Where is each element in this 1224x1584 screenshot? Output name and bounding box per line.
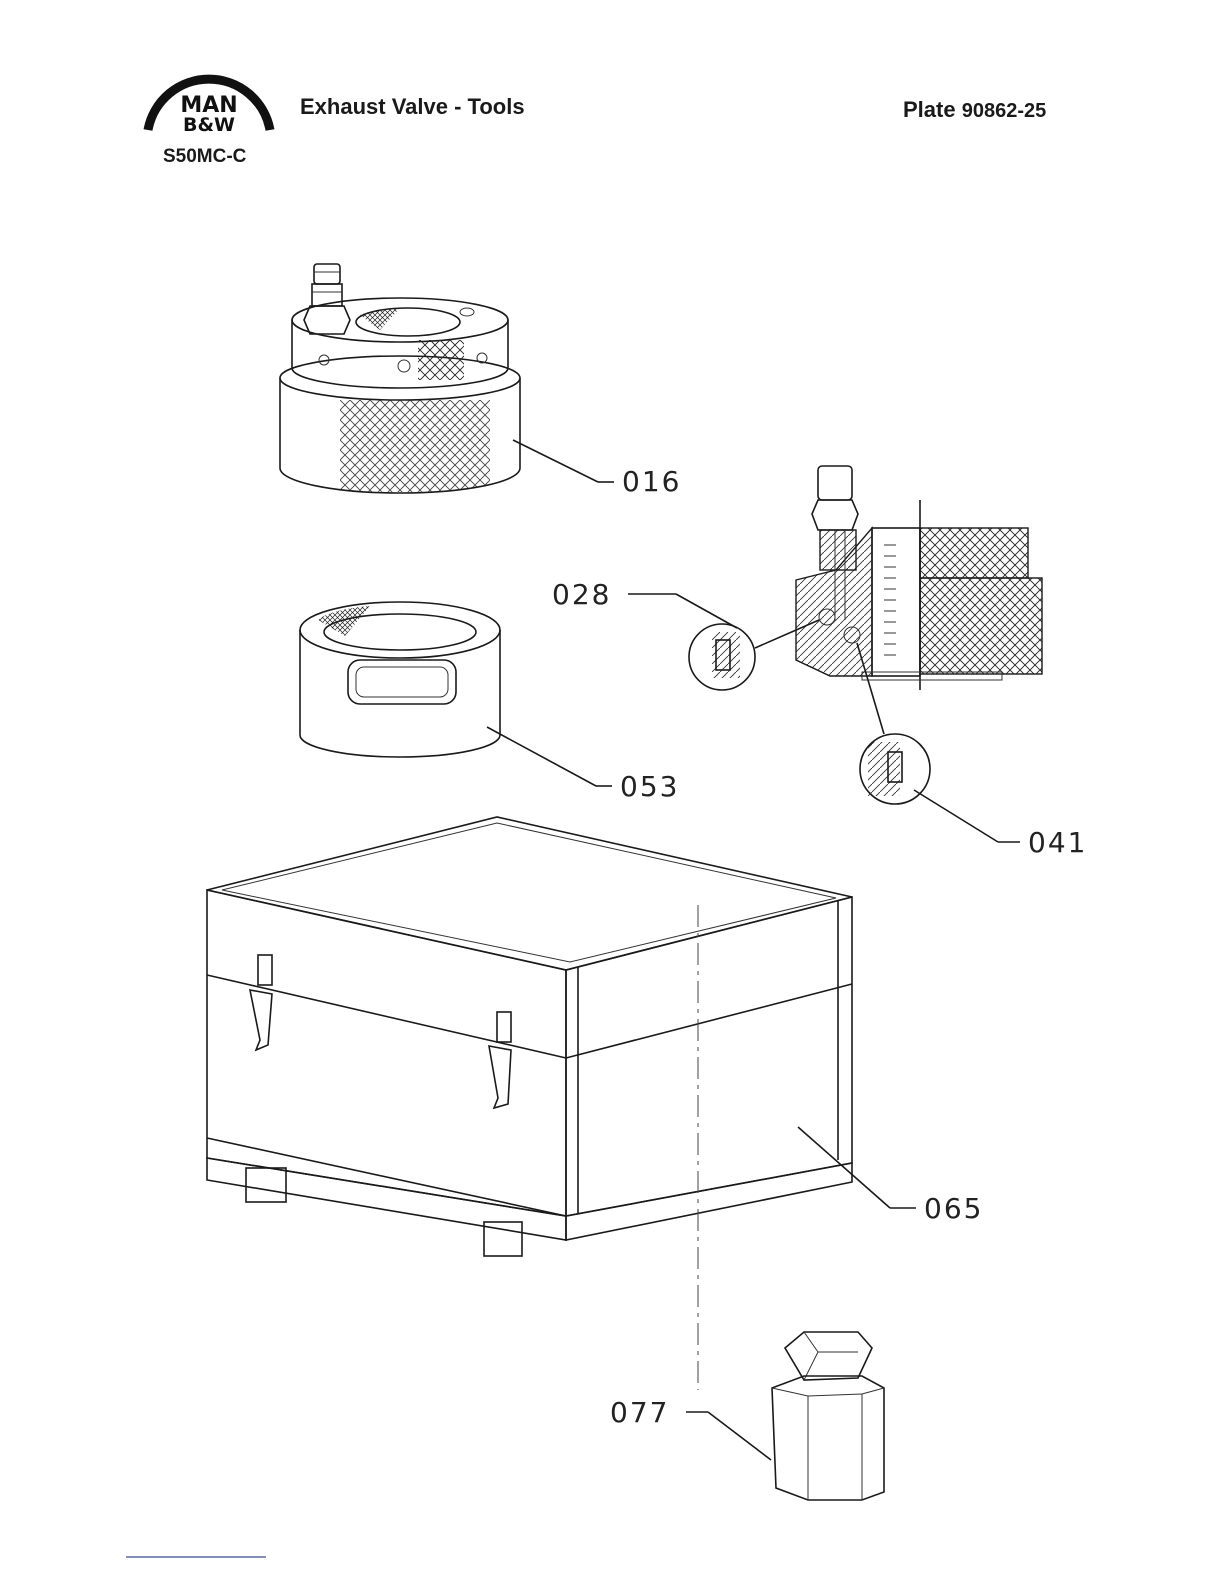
detail-028-seal — [689, 624, 755, 690]
tool-016-ring — [280, 264, 520, 495]
tool-053-support — [300, 602, 500, 757]
callout-041: 041 — [1028, 826, 1087, 859]
tool-077-hex-socket — [772, 1332, 884, 1500]
callout-053: 053 — [620, 770, 679, 803]
leader-053 — [487, 727, 596, 786]
section-view — [796, 466, 1042, 690]
tool-065-storage-box — [207, 817, 852, 1390]
callout-016: 016 — [622, 465, 681, 498]
callout-065: 065 — [924, 1192, 983, 1225]
callout-077: 077 — [610, 1396, 669, 1429]
callout-028: 028 — [552, 578, 611, 611]
scale-ticks — [884, 545, 896, 655]
leader-016 — [513, 440, 598, 482]
